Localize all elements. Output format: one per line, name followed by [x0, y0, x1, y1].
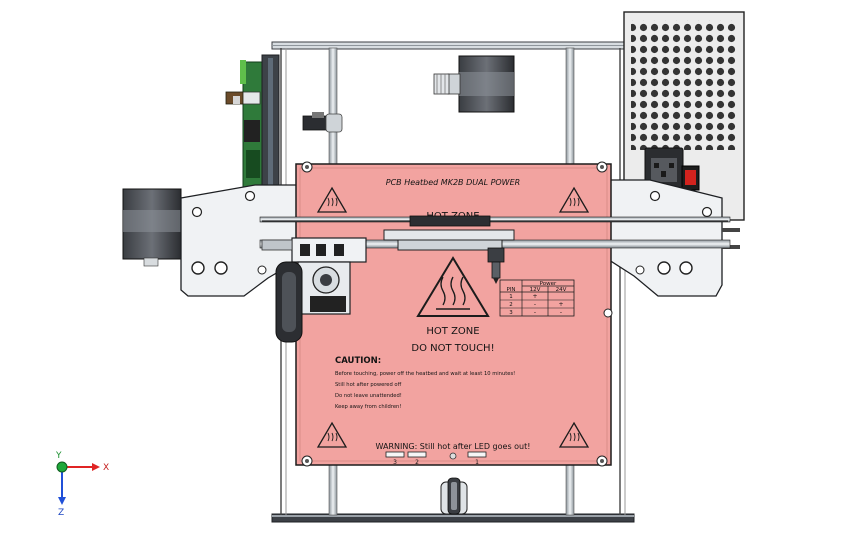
power-table-pin: 2: [509, 302, 513, 308]
power-table-cell: +: [532, 293, 537, 300]
connector-label: 2: [415, 459, 419, 466]
top-frame-bar: [271, 41, 631, 50]
extruder-assembly: [261, 237, 367, 343]
x-axis-label: X: [103, 463, 109, 473]
power-table: [499, 279, 575, 317]
power-table-pin: 3: [509, 310, 513, 316]
connector-label: 1: [475, 459, 479, 466]
caution-line: Keep away from children!: [335, 404, 401, 410]
hot-surface-warning-icon: [558, 186, 590, 213]
y-axis-label: Y: [55, 451, 62, 461]
power-table-col-12v: 12V: [530, 287, 541, 293]
caution-line: Before touching, power off the heatbed a…: [335, 371, 515, 377]
x-end-right: [605, 179, 740, 297]
y-stepper-motor: [433, 55, 515, 113]
x-end-left: [122, 184, 303, 297]
power-switch-rocker-icon: [685, 170, 696, 185]
power-table-header: Power: [540, 281, 557, 287]
caution-line: Still hot after powered off: [335, 382, 402, 388]
power-table-col-24v: 24V: [556, 287, 567, 293]
y-axis-dot-icon: [56, 461, 68, 473]
warning-label: WARNING: Still hot after LED goes out!: [376, 442, 531, 451]
hot-surface-warning-icon-large: [416, 256, 490, 317]
hot-surface-warning-icon: [316, 421, 348, 448]
hot-surface-warning-icon: [558, 421, 590, 448]
controller-board: [225, 54, 280, 196]
caution-heading: CAUTION:: [335, 356, 381, 366]
power-table-cell: -: [534, 309, 536, 316]
power-table-cell: -: [560, 309, 562, 316]
z-axis-label: Z: [58, 508, 64, 518]
connector-label: 3: [393, 459, 397, 466]
power-table-cell: +: [558, 301, 563, 308]
do-not-touch-label: DO NOT TOUCH!: [411, 343, 494, 354]
axis-triad: [56, 461, 100, 505]
hot-surface-warning-icon: [316, 186, 348, 213]
bottom-frame-bar: [271, 513, 635, 523]
power-table-pin: 1: [509, 294, 513, 300]
bed-connector: [385, 451, 487, 460]
y-endstop: [302, 112, 343, 133]
power-table-pin-header: PIN: [506, 287, 515, 293]
heatbed-title: PCB Heatbed MK2B DUAL POWER: [386, 178, 520, 187]
hot-zone-label: HOT ZONE: [426, 326, 479, 337]
y-idler: [440, 477, 468, 515]
caution-line: Do not leave unattended!: [335, 393, 402, 399]
x-carriage: [383, 215, 515, 284]
power-table-cell: -: [534, 301, 536, 308]
power-supply: [623, 11, 745, 221]
